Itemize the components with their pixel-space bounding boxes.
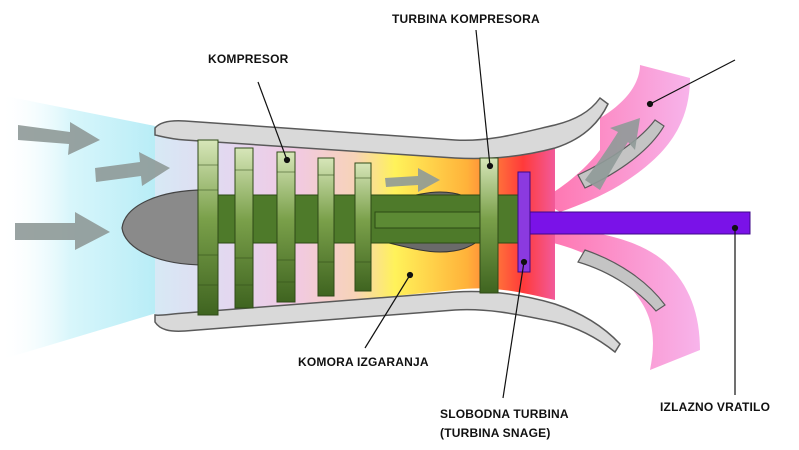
- free-turbine: [518, 172, 530, 272]
- label-compressor-turbine: TURBINA KOMPRESORA: [392, 12, 540, 26]
- compressor-stage-4: [318, 158, 334, 296]
- label-free-turbine-subtitle: (TURBINA SNAGE): [440, 426, 551, 440]
- label-output-shaft: IZLAZNO VRATILO: [660, 400, 770, 414]
- compressor-stage-1: [198, 140, 218, 315]
- output-shaft: [520, 212, 750, 234]
- compressor-stage-5: [355, 163, 371, 291]
- label-compressor: KOMPRESOR: [208, 52, 288, 66]
- compressor-turbine: [480, 158, 498, 293]
- label-free-turbine: SLOBODNA TURBINA: [440, 407, 569, 421]
- label-combustion-chamber: KOMORA IZGARANJA: [298, 355, 429, 369]
- compressor-stage-2: [235, 148, 253, 308]
- compressor-stage-3: [277, 152, 295, 302]
